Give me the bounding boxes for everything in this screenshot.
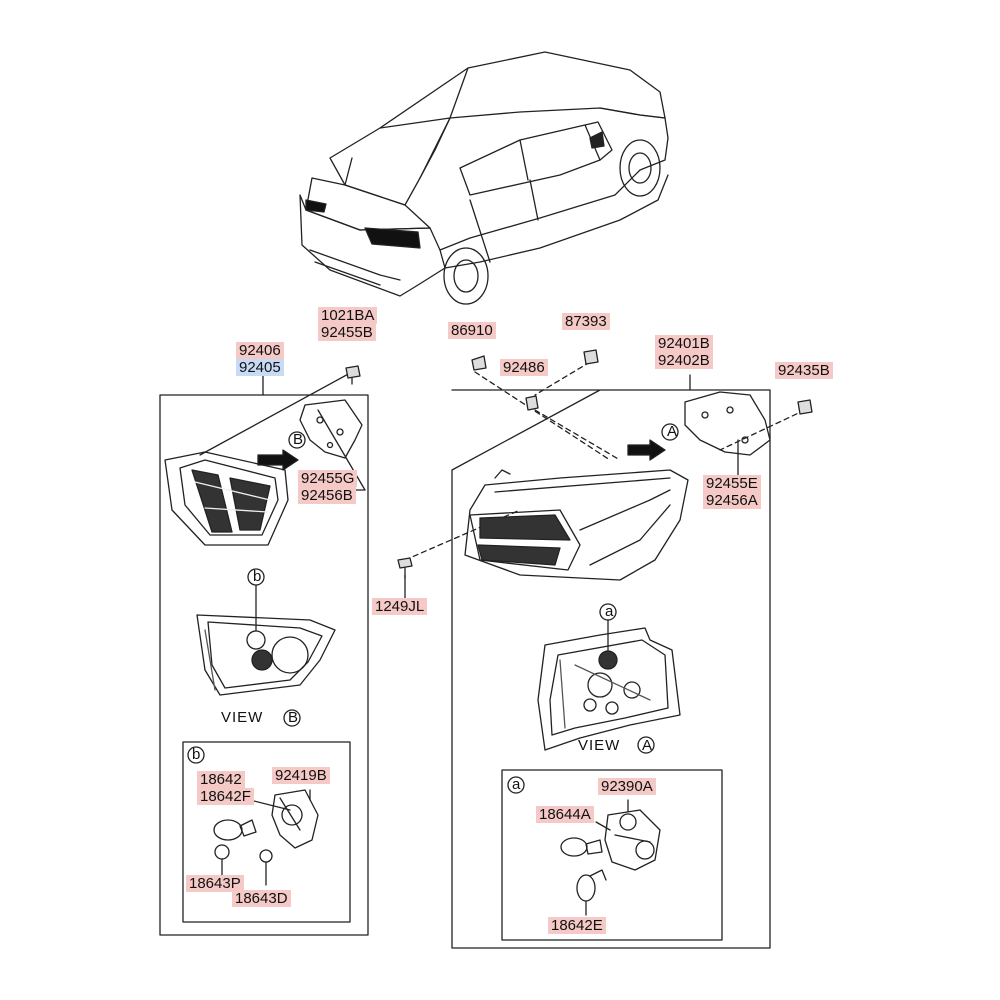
part-label-92390A[interactable]: 92390A [598, 778, 656, 795]
part-label-1021BA[interactable]: 1021BA [318, 307, 378, 324]
outer-lamp-assembly [464, 469, 689, 581]
view-label-b: VIEW [221, 709, 264, 726]
inner-lamp-assembly [164, 451, 289, 546]
bolt-1021ba [345, 365, 361, 385]
sub-marker-a: a [512, 776, 522, 793]
inner-lamp-back-view [196, 614, 336, 696]
marker-B-top: B [293, 431, 305, 448]
part-label-92401B[interactable]: 92401B [655, 335, 713, 352]
car-illustration [299, 51, 669, 305]
inner-lamp-socket [271, 789, 319, 849]
part-label-18642E[interactable]: 18642E [548, 917, 606, 934]
part-label-18642[interactable]: 18642 [197, 771, 245, 788]
view-label-a: VIEW [578, 737, 621, 754]
part-label-87393[interactable]: 87393 [562, 313, 610, 330]
part-label-92406[interactable]: 92406 [236, 342, 284, 359]
part-label-18642F[interactable]: 18642F [197, 788, 254, 805]
part-label-92456B[interactable]: 92456B [298, 487, 356, 504]
view-marker-B: B [288, 709, 300, 726]
part-label-92456A[interactable]: 92456A [703, 492, 761, 509]
marker-a-view: a [605, 603, 615, 620]
part-label-18644A[interactable]: 18644A [536, 806, 594, 823]
outer-lamp-panel [397, 349, 813, 949]
outer-lamp-back-view [537, 627, 681, 751]
part-label-92486[interactable]: 92486 [500, 359, 548, 376]
part-label-86910[interactable]: 86910 [448, 322, 496, 339]
marker-b-view: b [253, 568, 263, 585]
part-label-1249JL[interactable]: 1249JL [372, 598, 428, 615]
part-label-92455E[interactable]: 92455E [703, 475, 761, 492]
gasket-inner [299, 399, 363, 459]
part-label-92455G[interactable]: 92455G [298, 470, 358, 487]
inner-lamp-panel [159, 365, 369, 936]
part-label-92419B[interactable]: 92419B [272, 767, 330, 784]
outer-lamp-socket [604, 809, 661, 871]
part-label-92435B[interactable]: 92435B [775, 362, 833, 379]
part-label-18643D[interactable]: 18643D [232, 890, 291, 907]
gasket-outer [684, 391, 771, 456]
part-label-92405[interactable]: 92405 [236, 359, 284, 376]
part-label-92402B[interactable]: 92402B [655, 352, 713, 369]
sub-marker-b: b [192, 746, 202, 763]
view-marker-A: A [642, 737, 654, 754]
part-label-92455B[interactable]: 92455B [318, 324, 376, 341]
marker-A-top: A [667, 423, 679, 440]
part-label-18643P[interactable]: 18643P [186, 875, 244, 892]
